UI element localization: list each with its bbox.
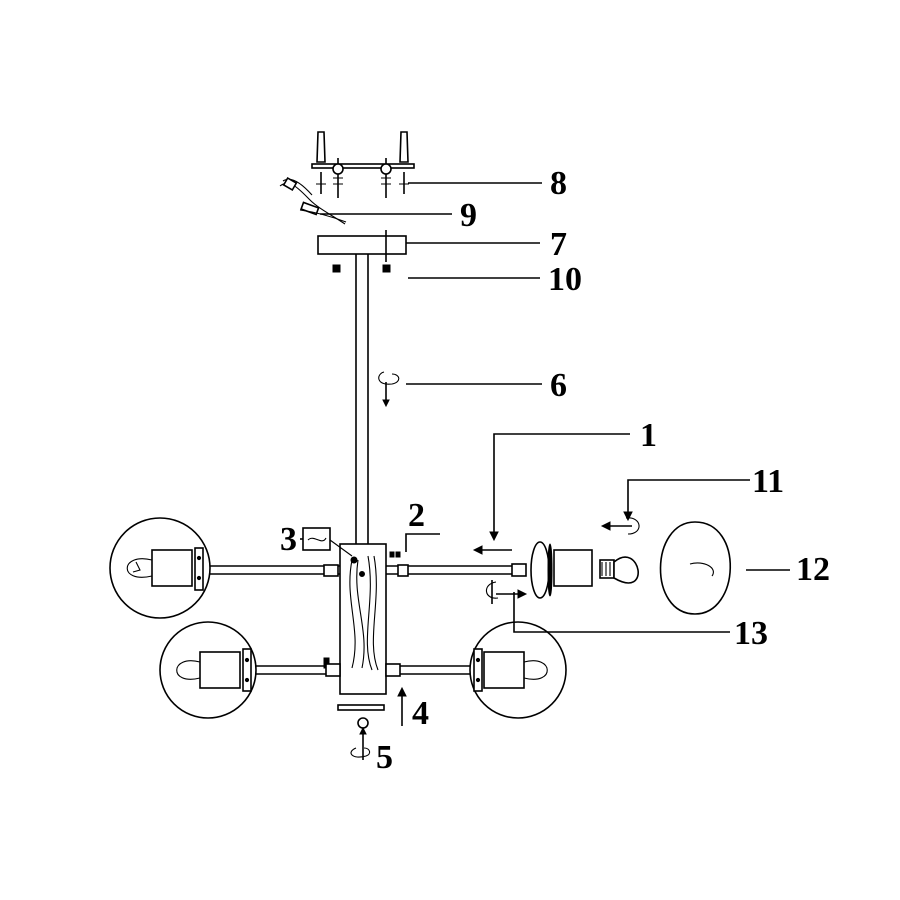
callout-10: 10 [548, 261, 582, 298]
callout-5: 5 [376, 739, 393, 776]
canopy-screw-left [332, 264, 341, 273]
callout-7: 7 [550, 226, 567, 263]
arm-lower-right [385, 621, 567, 719]
canopy [317, 235, 407, 255]
callout-13: 13 [734, 615, 768, 652]
mounting-hardware [311, 131, 415, 198]
callout-3: 3 [280, 521, 297, 558]
callout-8: 8 [550, 165, 567, 202]
arm-upper-right [386, 521, 732, 615]
arm-lower-left [159, 621, 341, 719]
callout-6: 6 [550, 367, 567, 404]
callout-1: 1 [640, 417, 657, 454]
leader-lines [300, 182, 790, 633]
arm-upper-left [109, 517, 340, 619]
callout-2: 2 [408, 497, 425, 534]
callout-11: 11 [752, 463, 784, 500]
finial [350, 717, 371, 760]
bottom-cap [337, 686, 407, 726]
canopy-screw-right [382, 264, 391, 273]
down-rod [355, 254, 400, 545]
wire-connectors [279, 176, 347, 225]
callout-9: 9 [460, 197, 477, 234]
central-body [323, 543, 401, 695]
callout-12: 12 [796, 551, 830, 588]
callout-4: 4 [412, 695, 429, 732]
callout-labels: 1 2 3 4 5 6 7 8 9 10 11 12 13 [280, 165, 830, 776]
